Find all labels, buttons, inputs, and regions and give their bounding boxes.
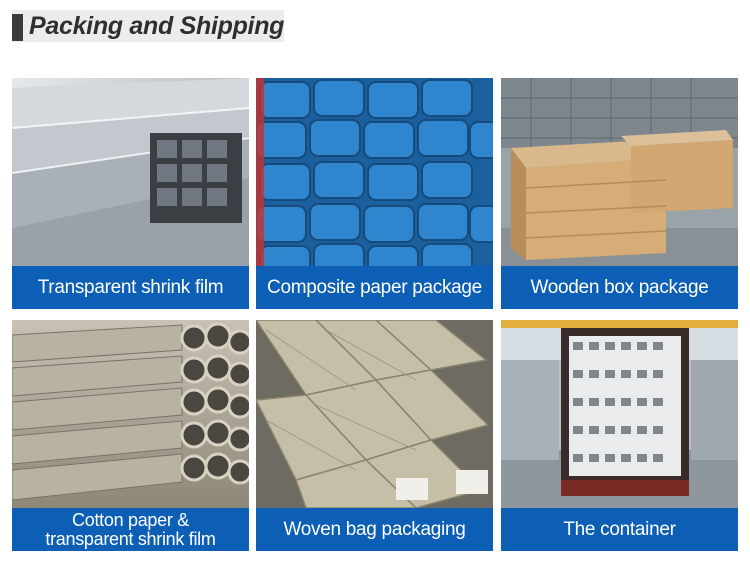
- packing-card-container: The container: [501, 320, 738, 552]
- page-title: Packing and Shipping: [29, 12, 285, 40]
- container-photo: [501, 320, 738, 508]
- packing-card-woven-bag: Woven bag packaging: [256, 320, 493, 552]
- packing-card-shrink-film: Transparent shrink film: [12, 78, 249, 310]
- caption-container: The container: [501, 508, 738, 551]
- caption-cotton-paper: Cotton paper & transparent shrink film: [12, 508, 249, 551]
- section-header: Packing and Shipping: [12, 10, 284, 42]
- woven-bag-photo: [256, 320, 493, 508]
- packing-card-wooden-box: Wooden box package: [501, 78, 738, 310]
- caption-wooden-box: Wooden box package: [501, 266, 738, 309]
- packing-card-composite-paper: Composite paper package: [256, 78, 493, 310]
- caption-composite-paper: Composite paper package: [256, 266, 493, 309]
- header-accent-bar: [12, 14, 23, 41]
- packing-card-cotton-paper: Cotton paper & transparent shrink film: [12, 320, 249, 552]
- caption-shrink-film: Transparent shrink film: [12, 266, 249, 309]
- shrink-film-photo: [12, 78, 249, 266]
- composite-paper-photo: [256, 78, 493, 266]
- caption-woven-bag: Woven bag packaging: [256, 508, 493, 551]
- cotton-paper-photo: [12, 320, 249, 508]
- wooden-box-photo: [501, 78, 738, 266]
